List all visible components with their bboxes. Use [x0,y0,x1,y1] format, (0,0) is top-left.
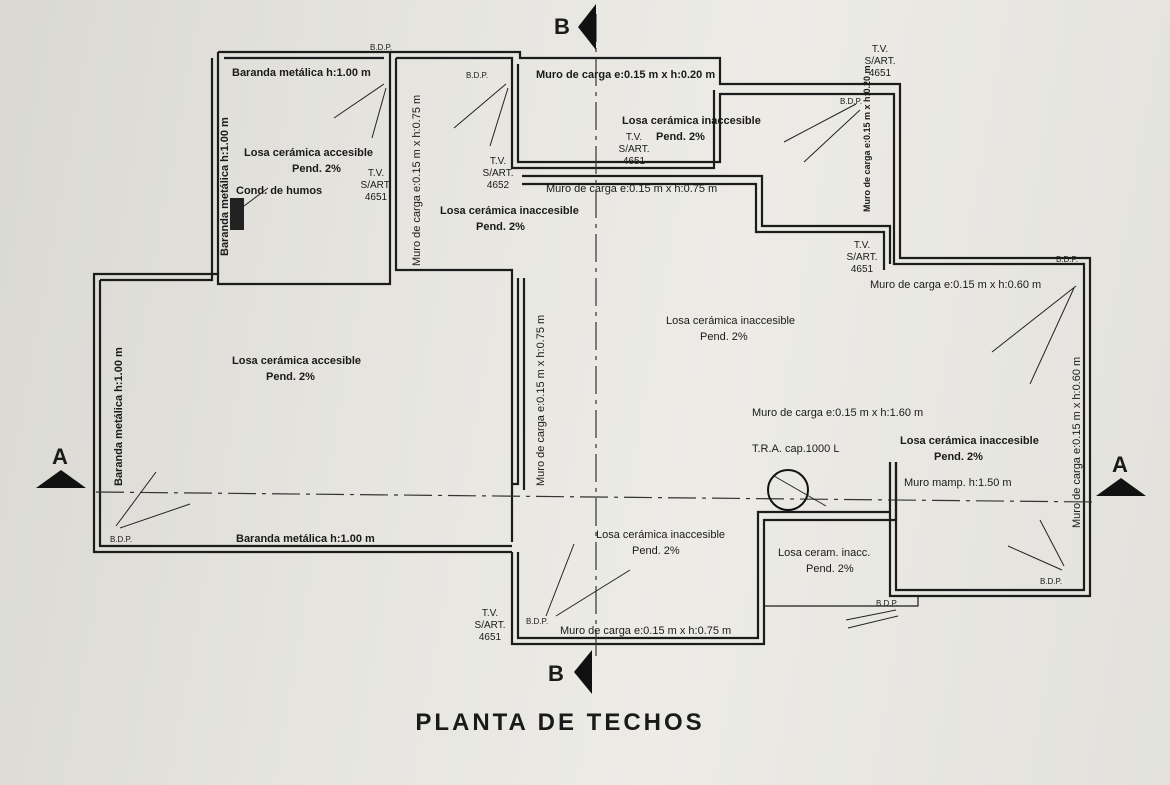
bearing-wall-vertical-center-label: Muro de carga e:0.15 m x h:0.75 m [535,315,547,486]
ceramic-slab-small-label: Losa ceram. inacc. [778,547,870,559]
svg-text:T.V.: T.V. [872,44,888,55]
inaccessible-slab-bottom-label: Losa cerámica inaccesible [596,529,725,541]
inaccessible-slab-top-label: Losa cerámica inaccesible [622,115,761,127]
smoke-duct-label: Cond. de humos [236,185,322,197]
slope-right-label: Pend. 2% [934,451,983,463]
bdp-label: B.D.P. [1056,255,1078,264]
slope-lower-label: Pend. 2% [266,371,315,383]
bdp-label: B.D.P. [110,535,132,544]
section-a-left-label: A [52,444,68,469]
svg-text:S/ART.: S/ART. [847,252,878,263]
tv-label-4: T.V. S/ART. 4651 [865,44,896,79]
tv-label-1: T.V. S/ART. 4651 [361,168,392,203]
railing-left-label: Baranda metálica h:1.00 m [113,347,125,486]
section-mark-a-right: A [1096,452,1146,496]
slope-mid-label: Pend. 2% [476,221,525,233]
railing-bottom-label: Baranda metálica h:1.00 m [236,533,375,545]
tv-label-3: T.V. S/ART. 4651 [619,132,650,167]
slope-lines [115,83,1077,629]
svg-text:T.V.: T.V. [482,608,498,619]
railing-top-label: Baranda metálica h:1.00 m [232,67,371,79]
svg-text:T.V.: T.V. [854,240,870,251]
svg-text:S/ART.: S/ART. [475,620,506,631]
water-tank [767,469,809,511]
inaccessible-slab-center-label: Losa cerámica inaccesible [666,315,795,327]
bearing-wall-bottom-label: Muro de carga e:0.15 m x h:0.75 m [560,625,731,637]
section-b-bottom-label: B [548,661,564,686]
svg-text:4651: 4651 [479,632,502,643]
svg-text:4651: 4651 [869,68,892,79]
bdp-label: B.D.P. [1040,577,1062,586]
slope-bottom-label: Pend. 2% [632,545,680,557]
masonry-wall-label: Muro mamp. h:1.50 m [904,477,1012,489]
svg-text:S/ART.: S/ART. [361,180,392,191]
slope-small-label: Pend. 2% [806,563,854,575]
svg-text:T.V.: T.V. [490,156,506,167]
inaccessible-slab-right-label: Losa cerámica inaccesible [900,435,1039,447]
tv-label-5: T.V. S/ART. 4651 [847,240,878,275]
svg-text:4652: 4652 [487,180,510,191]
chimney-duct [230,198,244,230]
bdp-label: B.D.P. [840,97,862,106]
svg-text:S/ART.: S/ART. [619,144,650,155]
bearing-wall-top-label: Muro de carga e:0.15 m x h:0.20 m [536,69,715,81]
bearing-wall-160-label: Muro de carga e:0.15 m x h:1.60 m [752,407,923,419]
svg-text:S/ART.: S/ART. [865,56,896,67]
bdp-label: B.D.P. [876,599,898,608]
section-mark-b-top: B [554,4,596,50]
bearing-wall-mid-label: Muro de carga e:0.15 m x h:0.75 m [546,183,717,195]
bdp-label: B.D.P. [526,617,548,626]
svg-text:T.V.: T.V. [368,168,384,179]
bdp-label: B.D.P. [466,71,488,80]
slope-upper-label: Pend. 2% [292,163,341,175]
railing-vertical-upper-label: Baranda metálica h:1.00 m [219,117,231,256]
accessible-slab-lower-label: Losa cerámica accesible [232,355,361,367]
section-b-top-label: B [554,14,570,39]
slope-top-label: Pend. 2% [656,131,705,143]
slope-center-label: Pend. 2% [700,331,748,343]
outer-walls [92,50,1092,646]
svg-text:4651: 4651 [623,156,646,167]
section-axis-a [95,491,1097,503]
bearing-wall-right-label: Muro de carga e:0.15 m x h:0.60 m [870,279,1041,291]
accessible-slab-upper-label: Losa cerámica accesible [244,147,373,159]
section-mark-a-left: A [36,444,86,488]
svg-text:T.V.: T.V. [626,132,642,143]
section-a-right-label: A [1112,452,1128,477]
svg-text:S/ART.: S/ART. [483,168,514,179]
bearing-wall-vertical-left-label: Muro de carga e:0.15 m x h:0.75 m [411,95,423,266]
svg-text:4651: 4651 [365,192,388,203]
bearing-wall-right-small-label: Muro de carga e:0.15 m x h:0.20 m [862,65,872,212]
tv-label-2: T.V. S/ART. 4652 [483,156,514,191]
bearing-wall-vertical-right-label: Muro de carga e:0.15 m x h:0.60 m [1071,357,1083,528]
section-mark-b-bottom: B [548,650,592,694]
tv-label-6: T.V. S/ART. 4651 [475,608,506,643]
bdp-label: B.D.P. [370,43,392,52]
inaccessible-slab-mid-label: Losa cerámica inaccesible [440,205,579,217]
drawing-title: PLANTA DE TECHOS [415,709,704,736]
water-tank-label: T.R.A. cap.1000 L [752,443,839,455]
svg-text:4651: 4651 [851,264,874,275]
